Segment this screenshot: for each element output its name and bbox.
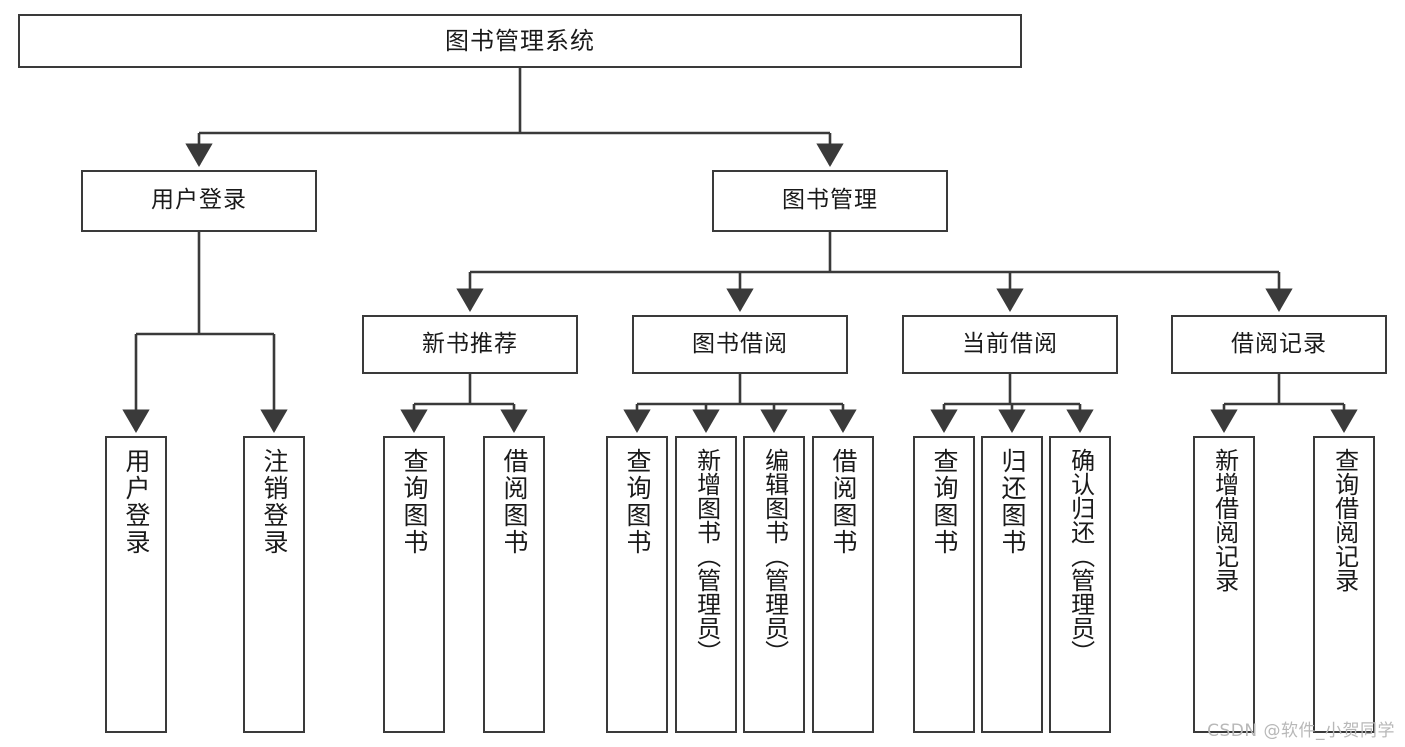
node-label: 新增图书（管理员） [692, 448, 721, 664]
node-label: 用户登录 [151, 187, 247, 214]
node-leaf-query-borrow-record[interactable]: 查询借阅记录 [1313, 436, 1375, 733]
node-leaf-query-book-current[interactable]: 查询图书 [913, 436, 975, 733]
node-label: 借阅图书 [829, 448, 858, 556]
node-leaf-edit-book[interactable]: 编辑图书（管理员） [743, 436, 805, 733]
node-current-borrow[interactable]: 当前借阅 [902, 315, 1118, 374]
node-leaf-borrow-book[interactable]: 借阅图书 [812, 436, 874, 733]
node-leaf-confirm-return[interactable]: 确认归还（管理员） [1049, 436, 1111, 733]
node-leaf-add-borrow-record[interactable]: 新增借阅记录 [1193, 436, 1255, 733]
node-leaf-user-login[interactable]: 用户登录 [105, 436, 167, 733]
node-label: 图书借阅 [692, 330, 788, 357]
node-label: 注销登录 [260, 448, 289, 556]
node-label: 借阅记录 [1231, 330, 1327, 357]
node-label: 当前借阅 [962, 330, 1058, 357]
node-label: 图书管理系统 [445, 26, 595, 55]
node-label: 新书推荐 [422, 330, 518, 357]
node-borrow-record[interactable]: 借阅记录 [1171, 315, 1387, 374]
node-leaf-query-book-recommend[interactable]: 查询图书 [383, 436, 445, 733]
node-label: 查询图书 [623, 448, 652, 556]
node-label: 编辑图书（管理员） [760, 448, 789, 664]
node-label: 归还图书 [998, 448, 1027, 556]
node-label: 确认归还（管理员） [1066, 448, 1095, 664]
node-book-manage[interactable]: 图书管理 [712, 170, 948, 232]
node-root-system[interactable]: 图书管理系统 [18, 14, 1022, 68]
node-label: 新增借阅记录 [1210, 448, 1239, 592]
node-leaf-borrow-book-recommend[interactable]: 借阅图书 [483, 436, 545, 733]
node-label: 查询图书 [930, 448, 959, 556]
node-leaf-return-book[interactable]: 归还图书 [981, 436, 1043, 733]
node-user-login[interactable]: 用户登录 [81, 170, 317, 232]
node-book-borrow[interactable]: 图书借阅 [632, 315, 848, 374]
csdn-watermark: CSDN @软件_小贺同学 [1207, 721, 1395, 741]
node-label: 图书管理 [782, 187, 878, 214]
node-new-book-recommend[interactable]: 新书推荐 [362, 315, 578, 374]
node-leaf-query-book-borrow[interactable]: 查询图书 [606, 436, 668, 733]
node-leaf-user-logout[interactable]: 注销登录 [243, 436, 305, 733]
node-label: 查询借阅记录 [1330, 448, 1359, 592]
node-label: 用户登录 [122, 448, 151, 556]
node-label: 查询图书 [400, 448, 429, 556]
node-leaf-add-book[interactable]: 新增图书（管理员） [675, 436, 737, 733]
node-label: 借阅图书 [500, 448, 529, 556]
